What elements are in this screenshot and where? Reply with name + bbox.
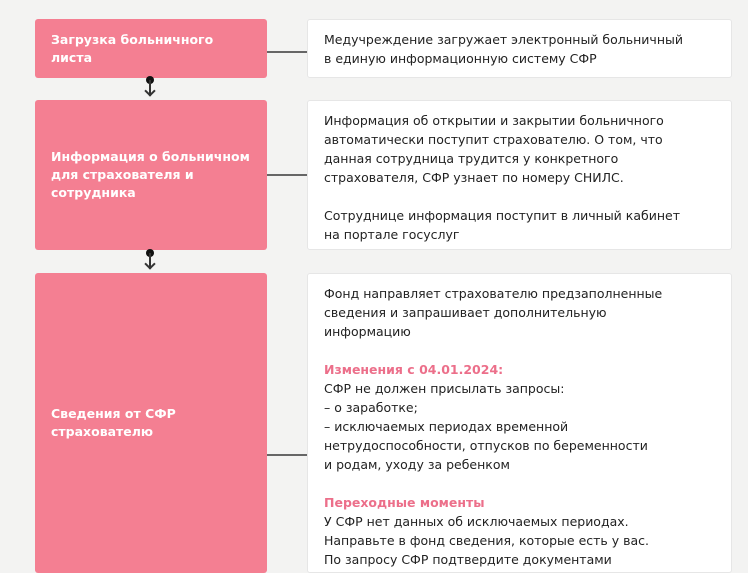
desc-line: и родам, уходу за ребенком bbox=[324, 457, 510, 472]
arrow-down-icon bbox=[144, 249, 156, 271]
desc-line: данная сотрудница трудится у конкретного bbox=[324, 151, 619, 166]
changes-heading: Изменения с 04.01.2024: bbox=[324, 362, 504, 377]
desc-line: автоматически поступит страхователю. О т… bbox=[324, 132, 663, 147]
step-fund-info: Сведения от СФР страхователю bbox=[35, 273, 267, 573]
desc-line: У СФР нет данных об исключаемых периодах… bbox=[324, 514, 629, 529]
desc-line: Медучреждение загружает электронный боль… bbox=[324, 32, 683, 47]
desc-line: Направьте в фонд сведения, которые есть … bbox=[324, 533, 650, 548]
desc-line: сведения и запрашивает дополнительную bbox=[324, 305, 607, 320]
arrow-down-icon bbox=[144, 76, 156, 98]
desc-line: страхователя, СФР узнает по номеру СНИЛС… bbox=[324, 170, 624, 185]
connector bbox=[267, 454, 307, 456]
desc-line: По запросу СФР подтвердите документами bbox=[324, 552, 612, 567]
step-title: Информация о больничном для страхователя… bbox=[51, 149, 250, 200]
step-info-for-insurer: Информация о больничном для страхователя… bbox=[35, 100, 267, 250]
step-title: Загрузка больничного листа bbox=[51, 31, 214, 65]
desc-line: – о заработке; bbox=[324, 400, 418, 415]
desc-upload-sick-leave: Медучреждение загружает электронный боль… bbox=[307, 19, 732, 78]
desc-line: в единую информационную систему СФР bbox=[324, 51, 597, 66]
step-title: Сведения от СФР страхователю bbox=[51, 406, 176, 439]
desc-line: – исключаемых периодах временной bbox=[324, 419, 569, 434]
desc-line: нетрудоспособности, отпусков по беременн… bbox=[324, 438, 648, 453]
desc-line: СФР не должен присылать запросы: bbox=[324, 381, 565, 396]
transition-heading: Переходные моменты bbox=[324, 495, 485, 510]
desc-fund-info: Фонд направляет страхователю предзаполне… bbox=[307, 273, 732, 573]
desc-line: Информация об открытии и закрытии больни… bbox=[324, 113, 664, 128]
connector bbox=[267, 174, 307, 176]
desc-line: информацию bbox=[324, 324, 411, 339]
desc-line: Сотруднице информация поступит в личный … bbox=[324, 208, 680, 223]
desc-info-for-insurer: Информация об открытии и закрытии больни… bbox=[307, 100, 732, 250]
desc-line: на портале госуслуг bbox=[324, 227, 460, 242]
step-upload-sick-leave: Загрузка больничного листа bbox=[35, 19, 267, 78]
desc-line: Фонд направляет страхователю предзаполне… bbox=[324, 286, 663, 301]
connector bbox=[267, 51, 307, 53]
